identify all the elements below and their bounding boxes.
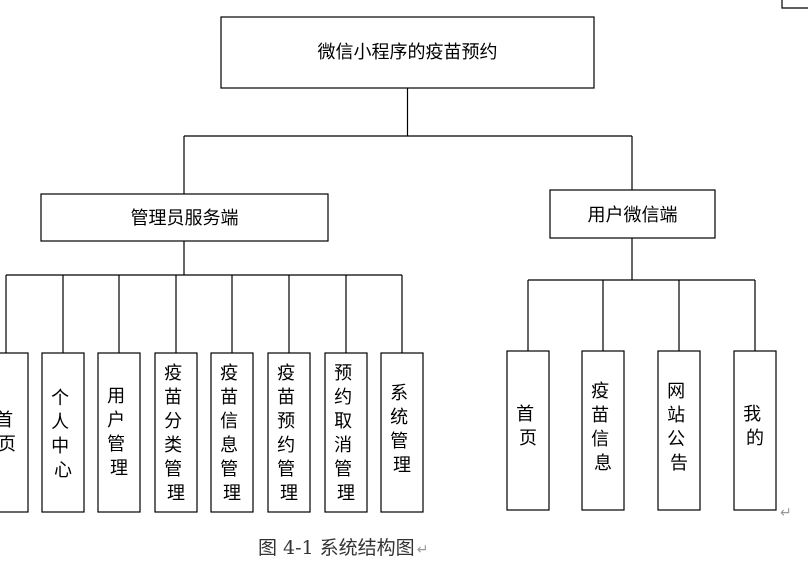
user-child-3-label: 网 站 公 告 xyxy=(667,381,691,474)
admin-connectors xyxy=(5,241,403,353)
user-child-1-label: 首 xyxy=(516,404,534,425)
admin-child-7-label: 预 xyxy=(334,363,352,384)
admin-child-1-label: 首 xyxy=(0,410,13,431)
admin-child-3-label: 用 xyxy=(107,386,125,407)
admin-child-5-label: 理 xyxy=(223,483,241,504)
admin-child-1-label: 页 xyxy=(0,434,16,455)
admin-child-7-label: 取 xyxy=(334,411,352,432)
admin-child-3: 用 户 管 理 xyxy=(97,352,141,513)
admin-child-5-label: 管 xyxy=(220,459,238,480)
admin-child-5-label: 疫 xyxy=(220,363,238,384)
caption-paragraph-mark: ↵ xyxy=(417,542,429,558)
admin-child-6-label: 疫 苗 预 约 管 理 xyxy=(277,363,301,504)
user-child-1-label: 首 页 xyxy=(516,404,540,449)
admin-child-5: 疫 苗 信 息 管 理 xyxy=(210,352,254,513)
user-branch-label: 用户微信端 xyxy=(588,205,678,226)
user-child-3: 网 站 公 告 xyxy=(657,350,701,511)
admin-child-8-label: 系 统 管 理 xyxy=(390,383,414,476)
admin-child-8-label: 系 xyxy=(390,383,408,404)
admin-child-4-label: 分 xyxy=(164,411,182,432)
admin-child-7-label: 管 xyxy=(334,459,352,480)
admin-child-7-label: 预 约 取 消 管 理 xyxy=(334,363,358,504)
admin-child-2-label: 中 xyxy=(51,436,69,457)
admin-child-2-label: 心 xyxy=(54,460,72,481)
root-node: 微信小程序的疫苗预约 xyxy=(220,16,595,89)
user-connectors xyxy=(527,238,756,351)
admin-branch-label: 管理员服务端 xyxy=(131,208,239,229)
user-child-2-label: 信 xyxy=(591,429,609,450)
root-node-label: 微信小程序的疫苗预约 xyxy=(318,42,498,63)
admin-child-4-label: 理 xyxy=(167,483,185,504)
paragraph-mark: ↵ xyxy=(780,505,792,521)
figure-caption: 图 4-1 系统结构图↵ xyxy=(258,537,428,559)
admin-child-6-label: 约 xyxy=(277,435,295,456)
admin-child-1-label: 首 页 xyxy=(0,410,19,455)
admin-child-4-label: 管 xyxy=(164,459,182,480)
admin-child-8-label: 理 xyxy=(393,455,411,476)
user-child-3-label: 告 xyxy=(670,453,688,474)
user-child-4-label: 我 的 xyxy=(743,404,767,449)
admin-child-5-label: 疫 苗 信 息 管 理 xyxy=(220,363,244,504)
figure-caption-text: 图 4-1 系统结构图 xyxy=(258,537,415,559)
admin-child-7-label: 约 xyxy=(334,387,352,408)
admin-child-2-label: 个 人 中 心 xyxy=(51,388,75,481)
admin-child-7: 预 约 取 消 管 理 xyxy=(324,352,368,513)
admin-child-6-label: 苗 xyxy=(277,387,295,408)
page-corner-mark xyxy=(781,0,808,9)
user-child-2-label: 疫 苗 信 息 xyxy=(591,381,615,474)
admin-child-2-label: 人 xyxy=(51,412,69,433)
admin-child-7-label: 消 xyxy=(334,435,352,456)
admin-child-8-label: 管 xyxy=(390,431,408,452)
admin-child-6-label: 管 xyxy=(277,459,295,480)
admin-child-4-label: 疫 苗 分 类 管 理 xyxy=(164,363,188,504)
root-connectors xyxy=(183,88,633,194)
admin-child-4-label: 类 xyxy=(164,435,182,456)
admin-child-8-label: 统 xyxy=(390,407,408,428)
admin-child-2: 个 人 中 心 xyxy=(41,352,85,513)
admin-child-3-label: 用 户 管 理 xyxy=(107,386,131,479)
admin-child-8: 系 统 管 理 xyxy=(380,352,424,513)
user-child-4-label: 我 xyxy=(743,404,761,425)
admin-child-5-label: 信 xyxy=(220,411,238,432)
admin-child-4: 疫 苗 分 类 管 理 xyxy=(154,352,198,513)
user-child-4-label: 的 xyxy=(746,428,764,449)
admin-branch-node: 管理员服务端 xyxy=(40,193,329,242)
user-child-4: 我 的 xyxy=(733,350,777,511)
admin-child-3-label: 理 xyxy=(110,458,128,479)
admin-child-7-label: 理 xyxy=(337,483,355,504)
user-branch-node: 用户微信端 xyxy=(549,189,716,239)
admin-child-1: 首 页 xyxy=(0,352,29,513)
admin-child-5-label: 苗 xyxy=(220,387,238,408)
user-child-2-label: 息 xyxy=(594,453,612,474)
admin-child-6: 疫 苗 预 约 管 理 xyxy=(267,352,311,513)
admin-child-6-label: 预 xyxy=(277,411,295,432)
admin-child-6-label: 疫 xyxy=(277,363,295,384)
admin-child-6-label: 理 xyxy=(280,483,298,504)
user-child-3-label: 站 xyxy=(667,405,685,426)
user-child-3-label: 网 xyxy=(667,381,685,402)
admin-child-4-label: 苗 xyxy=(164,387,182,408)
admin-child-4-label: 疫 xyxy=(164,363,182,384)
admin-child-3-label: 户 xyxy=(107,410,125,431)
user-child-1: 首 页 xyxy=(506,350,550,511)
admin-child-2-label: 个 xyxy=(51,388,69,409)
user-child-1-label: 页 xyxy=(519,428,537,449)
user-child-2-label: 疫 xyxy=(591,381,609,402)
user-child-3-label: 公 xyxy=(667,429,685,450)
user-child-2: 疫 苗 信 息 xyxy=(581,350,625,511)
admin-child-3-label: 管 xyxy=(107,434,125,455)
admin-child-5-label: 息 xyxy=(220,435,238,456)
user-child-2-label: 苗 xyxy=(591,405,609,426)
